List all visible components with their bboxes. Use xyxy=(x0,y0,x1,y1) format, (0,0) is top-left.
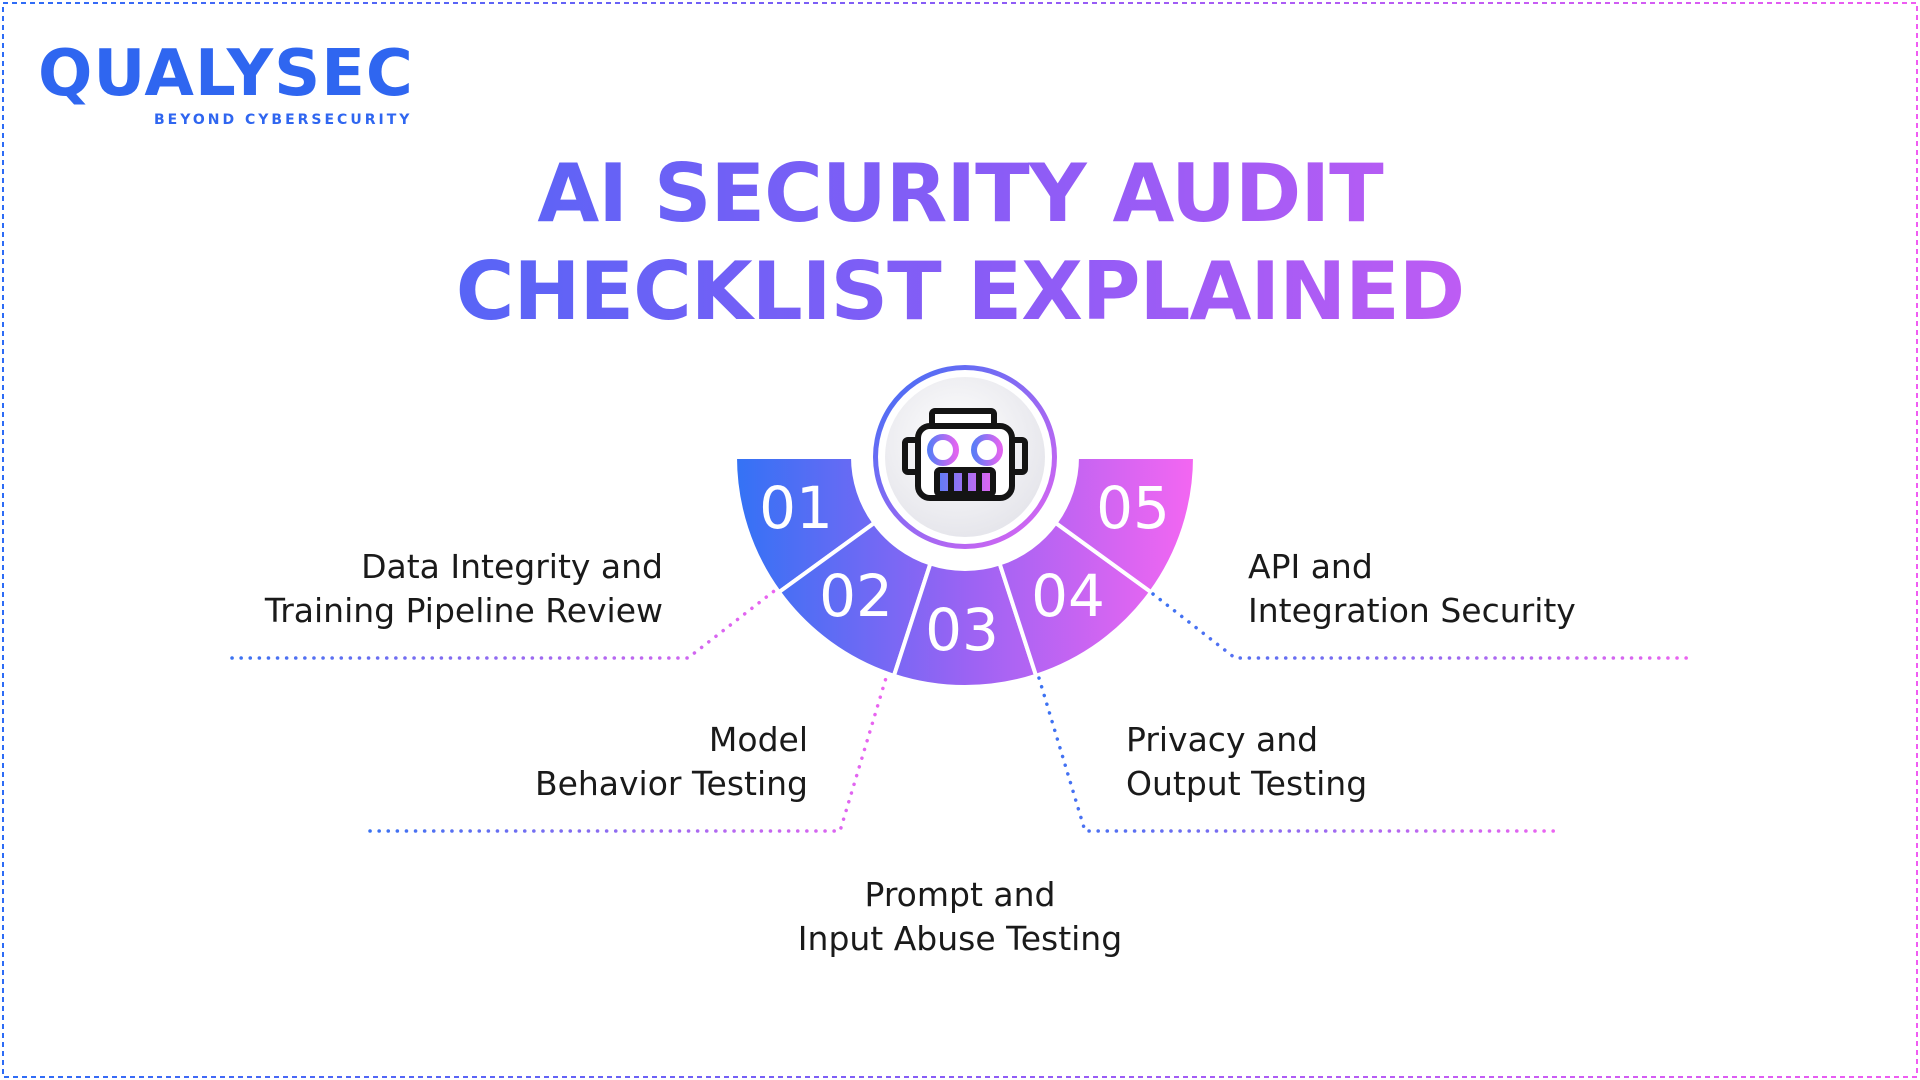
step-number-03: 03 xyxy=(925,596,999,664)
qualysec-logo: QUALYSEC BEYOND CYBERSECURITY xyxy=(38,34,458,134)
step-number-02: 02 xyxy=(819,562,893,630)
step-label-05-line-2: Integration Security xyxy=(1248,591,1576,630)
step-segment-05 xyxy=(1053,455,1197,595)
step-label-01-line-2: Training Pipeline Review xyxy=(264,591,663,630)
logo-tagline: BEYOND CYBERSECURITY xyxy=(154,112,413,128)
logo-wordmark: QUALYSEC xyxy=(38,37,414,111)
step-segments xyxy=(733,455,1197,689)
step-label-03-line-1: Prompt and xyxy=(864,875,1056,914)
step-label-01: Data Integrity and Training Pipeline Rev… xyxy=(265,545,663,633)
robot-icon xyxy=(902,408,1028,501)
connector-step-04 xyxy=(1037,676,1557,833)
step-label-03: Prompt and Input Abuse Testing xyxy=(660,873,1260,961)
step-label-02: Model Behavior Testing xyxy=(535,718,808,806)
step-number-01: 01 xyxy=(759,474,833,542)
step-number-04: 04 xyxy=(1031,562,1105,630)
step-number-05: 05 xyxy=(1096,474,1170,542)
page-title-line-2: CHECKLIST EXPLAINED xyxy=(0,244,1920,340)
step-label-05-line-1: API and xyxy=(1248,547,1373,586)
step-label-02-line-1: Model xyxy=(708,720,808,759)
step-numbers: 01 02 03 04 05 xyxy=(759,474,1170,664)
step-label-03-line-2: Input Abuse Testing xyxy=(797,919,1123,958)
step-label-05: API and Integration Security xyxy=(1248,545,1576,633)
connector-step-01 xyxy=(230,586,780,660)
step-label-04: Privacy and Output Testing xyxy=(1126,718,1367,806)
connector-step-05 xyxy=(1151,592,1692,660)
step-label-01-line-1: Data Integrity and xyxy=(361,547,663,586)
step-label-04-line-1: Privacy and xyxy=(1126,720,1319,759)
center-badge xyxy=(873,365,1057,549)
connector-lines xyxy=(230,586,1692,988)
page-title-line-1: AI SECURITY AUDIT xyxy=(0,146,1920,242)
step-label-04-line-2: Output Testing xyxy=(1126,764,1368,803)
step-label-02-line-2: Behavior Testing xyxy=(534,764,808,803)
